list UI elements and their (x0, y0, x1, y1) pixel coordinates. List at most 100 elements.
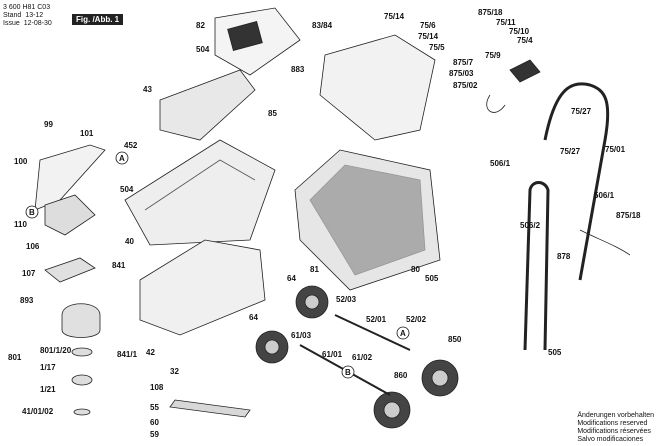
callout-label-75_14a: 75/14 (384, 12, 405, 21)
axle-part (334, 314, 411, 351)
footer-line: Modifications réservées (577, 428, 651, 435)
callout-label-875_03: 875/03 (449, 69, 474, 78)
stand-value: 13-12 (25, 12, 44, 19)
callout-label-504b: 504 (120, 185, 134, 194)
callout-label-860: 860 (394, 371, 408, 380)
figure-label: Fig. /Abb. 1 (72, 14, 124, 25)
callout-label-61_03: 61/03 (291, 331, 312, 340)
callout-label-505a: 505 (425, 274, 439, 283)
callout-label-75_4: 75/4 (517, 36, 533, 45)
callout-label-32: 32 (170, 367, 179, 376)
switch-box-part (509, 59, 541, 83)
callout-label-41_01_02: 41/01/02 (22, 407, 54, 416)
cable-part (579, 229, 631, 256)
callout-label-1_17: 1/17 (40, 363, 56, 372)
marker-letter: B (345, 368, 351, 377)
callout-label-841_1: 841/1 (117, 350, 138, 359)
switch-block-part (44, 194, 96, 236)
callout-label-55: 55 (150, 403, 159, 412)
issue-label: Issue (3, 20, 20, 27)
fan-part (71, 347, 93, 357)
callout-label-52_03: 52/03 (336, 295, 357, 304)
lower-handle-part (523, 181, 550, 351)
callout-label-875_7: 875/7 (453, 58, 474, 67)
reference-marker-A1: A (115, 151, 129, 165)
callout-label-506_1a: 506/1 (490, 159, 511, 168)
belt-part (71, 374, 93, 386)
callout-label-801: 801 (8, 353, 22, 362)
callout-label-82: 82 (196, 21, 205, 30)
plate-part (44, 257, 96, 283)
callout-label-75_5: 75/5 (429, 43, 445, 52)
callout-label-64b: 64 (249, 313, 258, 322)
callout-label-52_01: 52/01 (366, 315, 387, 324)
reference-marker-B2: B (341, 365, 355, 379)
callout-label-75_27b: 75/27 (560, 147, 581, 156)
callout-label-101: 101 (80, 129, 94, 138)
footer-line: Salvo modificaciones (577, 436, 644, 443)
footer-line: Modifications reserved (577, 420, 648, 427)
callout-label-80: 80 (411, 265, 420, 274)
callout-label-42: 42 (146, 348, 155, 357)
marker-letter: B (29, 208, 35, 217)
callout-label-61_02: 61/02 (352, 353, 373, 362)
housing-part (124, 139, 276, 246)
callout-label-64a: 64 (287, 274, 296, 283)
motor-cover-part (159, 69, 256, 141)
callout-label-81: 81 (310, 265, 319, 274)
callout-label-504a: 504 (196, 45, 210, 54)
callout-label-75_14b: 75/14 (418, 32, 439, 41)
callout-label-1_21: 1/21 (40, 385, 56, 394)
callout-label-75_27a: 75/27 (571, 107, 592, 116)
callout-label-110: 110 (14, 220, 27, 229)
callout-label-52_02: 52/02 (406, 315, 427, 324)
callout-label-75_9: 75/9 (485, 51, 501, 60)
callout-label-107: 107 (22, 269, 36, 278)
callout-label-85: 85 (268, 109, 277, 118)
callout-label-99: 99 (44, 120, 53, 129)
marker-letter: A (119, 154, 125, 163)
document-header: 3 600 H81 C03 Stand 13-12 Issue 12-08-30 (3, 4, 52, 28)
footer-line: Änderungen vorbehalten (577, 412, 654, 419)
callout-label-61_01: 61/01 (322, 350, 343, 359)
callout-label-75_10: 75/10 (509, 27, 530, 36)
callout-label-883: 883 (291, 65, 305, 74)
callout-label-841: 841 (112, 261, 126, 270)
blade-part (169, 399, 251, 418)
footer-notes: Änderungen vorbehalten Modifications res… (577, 412, 654, 444)
marker-letter: A (400, 329, 406, 338)
callout-label-875_18b: 875/18 (616, 211, 641, 220)
callout-label-59: 59 (150, 430, 159, 439)
callout-label-75_11: 75/11 (496, 18, 516, 27)
lid-window-part (227, 21, 263, 51)
callout-label-43: 43 (143, 85, 152, 94)
washer-part (73, 408, 91, 416)
callout-label-801_1_20: 801/1/20 (40, 346, 72, 355)
issue-value: 12-08-30 (23, 20, 52, 27)
callout-label-40: 40 (125, 237, 134, 246)
callout-label-893: 893 (20, 296, 34, 305)
motor-part (61, 303, 101, 338)
callout-label-875_18a: 875/18 (478, 8, 503, 17)
cable-part (486, 94, 506, 113)
callout-label-875_02: 875/02 (453, 81, 478, 90)
callout-label-75_01: 75/01 (605, 145, 626, 154)
grass-box-handle-part (319, 34, 436, 141)
reference-marker-B1: B (25, 205, 39, 219)
callout-label-108: 108 (150, 383, 164, 392)
document-number: 3 600 H81 C03 (3, 4, 51, 11)
callout-label-878: 878 (557, 252, 571, 261)
callout-label-100: 100 (14, 157, 28, 166)
callout-label-83_84: 83/84 (312, 21, 333, 30)
callout-label-506_1b: 506/1 (594, 191, 615, 200)
callout-label-505b: 505 (548, 348, 562, 357)
grass-box-part (294, 149, 441, 291)
reference-marker-A2: A (396, 326, 410, 340)
callout-label-106: 106 (26, 242, 40, 251)
callout-label-506_2: 506/2 (520, 221, 541, 230)
callout-label-60: 60 (150, 418, 159, 427)
upper-handle-part (543, 82, 610, 281)
stand-label: Stand (3, 12, 22, 19)
callout-label-452: 452 (124, 141, 138, 150)
